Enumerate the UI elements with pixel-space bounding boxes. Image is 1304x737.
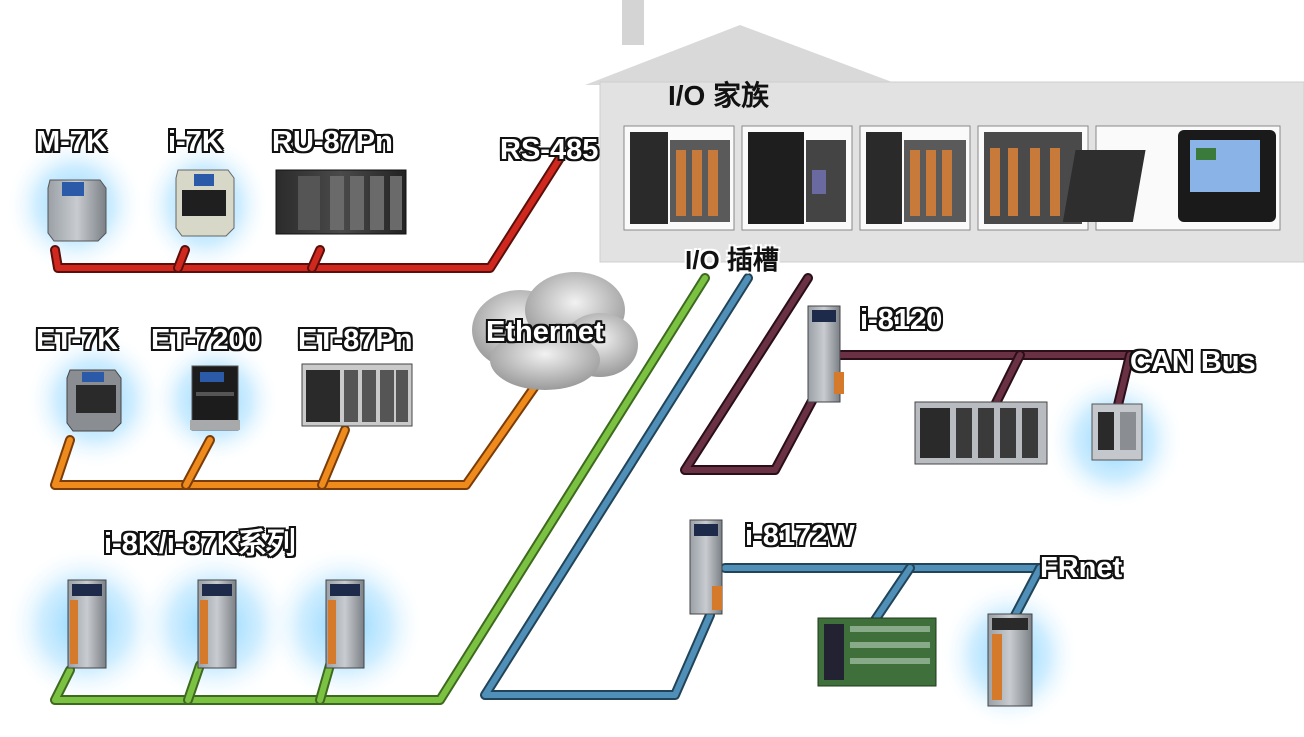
label-i8120: i-8120 [859, 304, 943, 337]
label-canbus: CAN Bus [1130, 346, 1257, 379]
label-i7k: i-7K [168, 126, 224, 159]
i8120-module [807, 305, 844, 403]
io-chassis-image-3 [859, 125, 971, 231]
label-et7k: ET-7K [35, 324, 119, 357]
et7k-module [66, 369, 122, 432]
ru87pn-module [275, 169, 407, 235]
label-ethernet: Ethernet [486, 316, 605, 349]
blue-slot-cable [480, 273, 1045, 700]
maroon-slot-cable [680, 273, 1140, 475]
i8k-module-2 [197, 579, 237, 669]
i8k-module-1 [67, 579, 107, 669]
label-ru87pn: RU-87Pn [272, 126, 394, 159]
et7200-module [190, 365, 240, 431]
io-chassis-image-1 [623, 125, 735, 231]
io-chassis-image-2 [741, 125, 853, 231]
label-et87pn: ET-87Pn [297, 324, 413, 357]
label-i8172w: i-8172W [745, 520, 856, 553]
io-chassis-image-4 [977, 125, 1089, 231]
i7k-module [175, 169, 235, 237]
et87pn-module [301, 363, 413, 427]
can-chassis [914, 401, 1048, 465]
ethernet-cloud [472, 272, 638, 390]
ethernet-cable [50, 367, 550, 490]
green-slot-cable [50, 273, 710, 705]
label-frnet: FRnet [1039, 552, 1123, 585]
io-chassis-image-5 [1062, 125, 1281, 231]
io-family-images [623, 125, 1281, 231]
frnet-module [987, 613, 1033, 707]
rs485-cable [50, 153, 565, 273]
label-rs485: RS-485 [499, 134, 599, 167]
i8k-module-3 [325, 579, 365, 669]
io-slot-label: I/O 插槽 [685, 245, 779, 275]
can-device [1091, 403, 1143, 461]
io-family-label: I/O 家族 [668, 80, 770, 111]
label-et7200: ET-7200 [151, 324, 262, 357]
label-m7k: M-7K [36, 126, 108, 159]
i8172w-module [689, 519, 723, 615]
frnet-board [817, 617, 937, 687]
label-i8k-series: i-8K/i-87K系列 [104, 528, 297, 561]
m7k-module [47, 179, 107, 242]
